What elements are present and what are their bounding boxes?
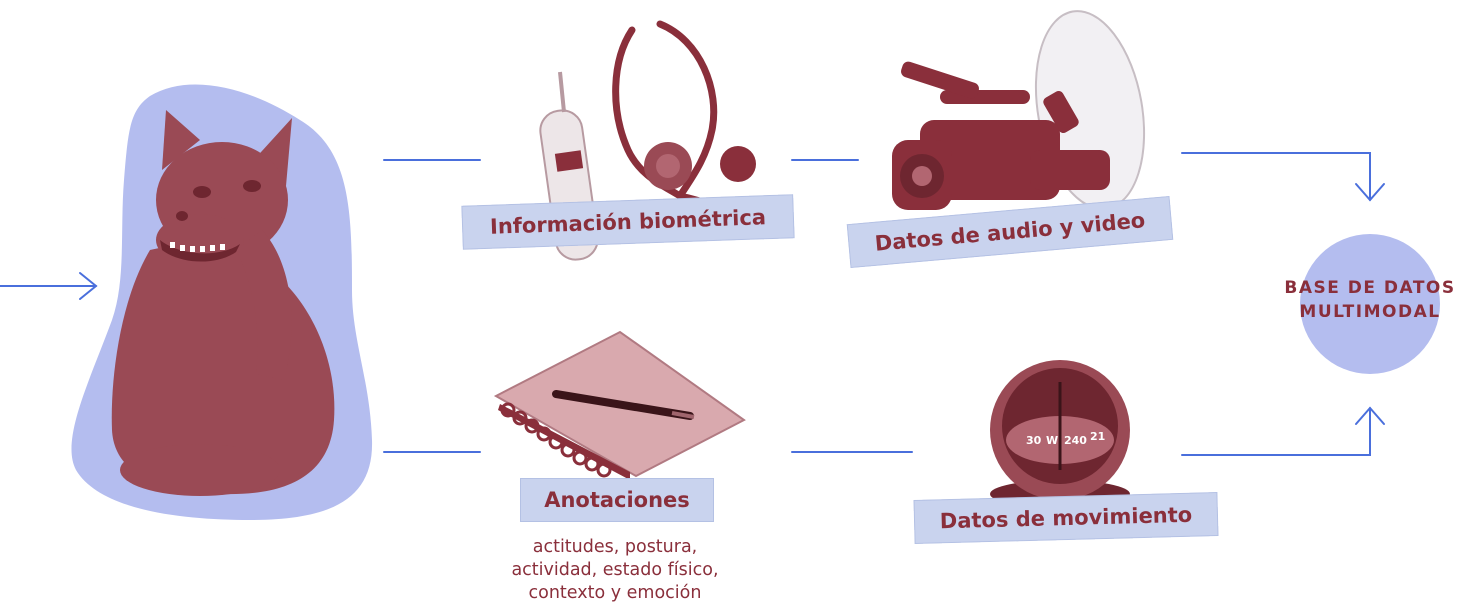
- input-arrowhead: [79, 272, 98, 300]
- svg-text:W: W: [1046, 434, 1058, 447]
- annotations-description: actitudes, postura, actividad, estado fí…: [511, 537, 719, 603]
- connector-movement-database: [1181, 407, 1371, 456]
- annotations-label: Anotaciones: [520, 478, 714, 522]
- svg-text:240: 240: [1064, 434, 1087, 447]
- svg-text:30: 30: [1026, 434, 1042, 447]
- svg-text:21: 21: [1090, 430, 1105, 443]
- database-label: BASE DE DATOS MULTIMODAL: [1284, 278, 1456, 322]
- database-circle: [1300, 234, 1440, 374]
- arrowhead-down: [1355, 183, 1385, 202]
- arrowhead-up: [1355, 406, 1385, 425]
- movement-label: Datos de movimiento: [913, 492, 1219, 544]
- connector-audio-database: [1181, 152, 1371, 201]
